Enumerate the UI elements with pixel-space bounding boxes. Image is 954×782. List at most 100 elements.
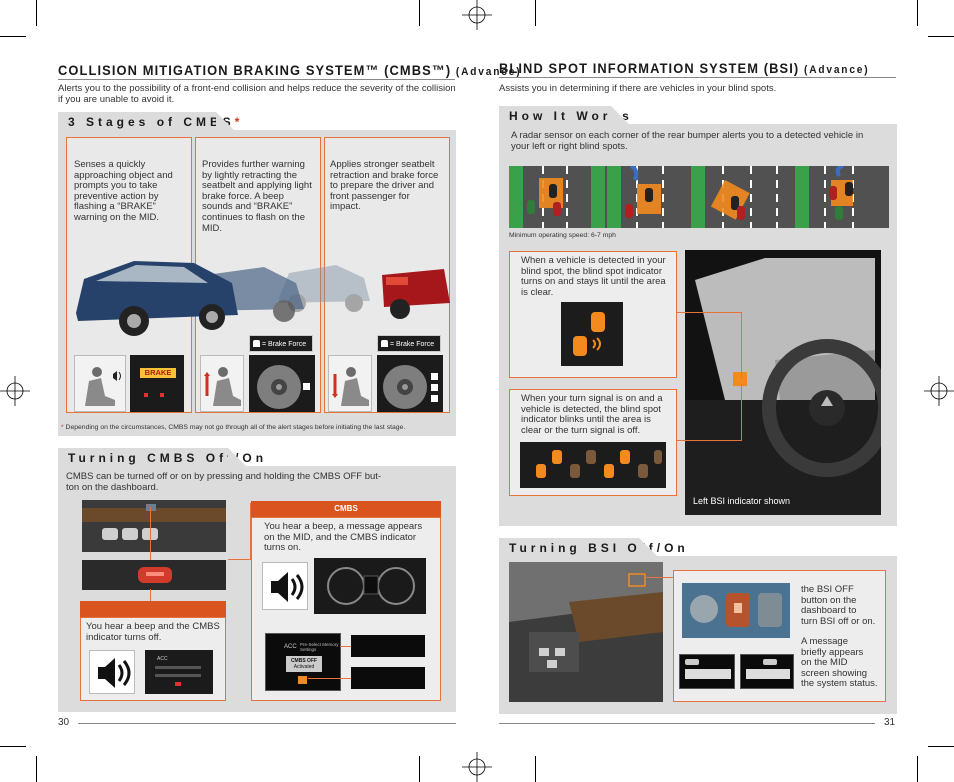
- min-speed-note: Minimum operating speed: 6-7 mph: [509, 232, 616, 239]
- indicator-caption: Left BSI indicator shown: [693, 496, 791, 506]
- crop-mark: [535, 756, 536, 782]
- brake-disc-thumbnail: [249, 355, 315, 412]
- stages-heading-text: 3 Stages of CMBS: [68, 115, 235, 129]
- bsi-line: briefly appears: [801, 646, 864, 658]
- registration-mark-icon: [462, 752, 492, 782]
- intro-text: Alerts you to the possibility of a front…: [58, 83, 456, 105]
- crop-mark: [917, 756, 918, 782]
- brake-warning-badge: BRAKE: [140, 368, 176, 378]
- crop-mark: [928, 746, 954, 747]
- bsi-line: A message: [801, 636, 848, 647]
- connector-line: [228, 559, 251, 560]
- driver-alert-thumbnail: [74, 355, 126, 412]
- cmbs-onoff-intro-line1: CMBS can be turned off or on by pressing…: [66, 471, 382, 482]
- mid-message-title: CMBS OFF: [290, 658, 318, 664]
- bsi-button-closeup: [682, 583, 790, 638]
- page-number: 30: [58, 717, 70, 728]
- connector-line: [150, 589, 151, 601]
- mid-brake-thumbnail: BRAKE: [130, 355, 184, 412]
- speaker-icon-tile: [262, 562, 308, 610]
- footer-rule: [499, 723, 875, 724]
- seatbelt-strong-thumbnail: [328, 355, 372, 412]
- legend-label: = Brake Force: [262, 341, 307, 348]
- crop-mark: [36, 0, 37, 26]
- cmbs-off-bar: [80, 601, 226, 617]
- blinking-indicator-sequence-icon: [520, 442, 666, 488]
- title-text: COLLISION MITIGATION BRAKING SYSTEM™ (CM…: [58, 62, 452, 78]
- cmbs-on-text: You hear a beep, a message appears on th…: [264, 521, 423, 553]
- page-title: COLLISION MITIGATION BRAKING SYSTEM™ (CM…: [58, 62, 521, 78]
- cmbs-off-text: You hear a beep and the CMBS indicator t…: [86, 621, 220, 643]
- speaker-icon-tile: [89, 650, 135, 694]
- speaker-icon: [271, 572, 304, 602]
- registration-mark-icon: [0, 376, 30, 406]
- asterisk-mark: *: [61, 424, 64, 431]
- bsi-callout-steady-text: When a vehicle is detected in your blind…: [521, 255, 666, 298]
- connector-line: [340, 646, 351, 647]
- crop-mark: [419, 0, 420, 26]
- cmbs-onoff-intro-line2: ton on the dashboard.: [66, 482, 159, 493]
- legend-label: = Brake Force: [390, 341, 435, 348]
- brake-force-legend: = Brake Force: [249, 335, 313, 352]
- section-heading-bsi-onoff: Turning BSI Off/On: [499, 538, 685, 558]
- mid-status-screen: [740, 654, 794, 689]
- connector-line: [677, 440, 741, 441]
- crop-mark: [36, 756, 37, 782]
- dashboard-photo: [82, 500, 226, 552]
- cmbs-indicator-icon: [298, 676, 307, 684]
- brake-force-icon: [253, 340, 260, 347]
- title-rule: [58, 79, 455, 80]
- section-heading-how: How It Works: [499, 106, 631, 126]
- crop-mark: [928, 36, 954, 37]
- title-suffix: (Advance): [455, 66, 522, 78]
- cmbs-onoff-intro: CMBS can be turned off or on by pressing…: [66, 471, 416, 493]
- stage-1-text: Senses a quickly approaching object and …: [74, 159, 173, 223]
- cmbs-label-bar: CMBS: [251, 501, 441, 517]
- cmbs-button-photo: [82, 560, 226, 590]
- bsi-callout-blinking-text: When your turn signal is on and a vehicl…: [521, 393, 663, 436]
- mid-acc-label: ACC: [284, 644, 297, 650]
- connector-line: [645, 577, 673, 578]
- seatbelt-thumbnail: [200, 355, 244, 412]
- mid-status-screen: [679, 654, 735, 689]
- mid-acc-label: ACC: [157, 656, 168, 662]
- asterisk-mark: *: [234, 115, 244, 129]
- intro-text: Assists you in determining if there are …: [499, 83, 777, 94]
- page-number: 31: [884, 717, 896, 728]
- registration-mark-icon: [924, 376, 954, 406]
- title-text: BLIND SPOT INFORMATION SYSTEM (BSI): [499, 60, 800, 76]
- bsi-line: the BSI OFF: [801, 584, 854, 595]
- bsi-indicator-steady: [561, 302, 623, 366]
- bsi-line: turn BSI off or on.: [801, 615, 876, 627]
- bsi-line: dashboard to: [801, 605, 857, 616]
- title-rule: [499, 77, 896, 78]
- page-title: BLIND SPOT INFORMATION SYSTEM (BSI) (Adv…: [499, 60, 869, 76]
- road-diagram: [509, 166, 889, 228]
- section-heading-cmbs-onoff: Turning CMBS Off/On: [58, 448, 263, 468]
- crop-mark: [535, 0, 536, 26]
- interior-photo: Left BSI indicator shown: [685, 250, 881, 515]
- stage-2-text: Provides further warning by lightly retr…: [202, 159, 312, 234]
- footer-rule: [78, 723, 456, 724]
- mid-message: CMBS OFF Activated: [286, 656, 322, 672]
- bsi-onoff-heading-text: Turning BSI Off/On: [509, 541, 689, 555]
- connector-line: [150, 507, 151, 561]
- title-suffix: (Advance): [803, 64, 870, 76]
- speaker-icon: [98, 658, 131, 688]
- mid-menu-text: Pre-Select Memory Settings: [300, 642, 339, 652]
- bsi-onoff-text: the BSI OFF button on the dashboard to t…: [801, 584, 885, 690]
- mid-screen: ACC Pre-Select Memory Settings CMBS OFF …: [265, 633, 341, 691]
- mid-detail-box: [351, 667, 425, 689]
- mid-off-photo: ACC: [145, 650, 213, 694]
- footnote-text: Depending on the circumstances, CMBS may…: [65, 424, 406, 431]
- how-text: A radar sensor on each corner of the rea…: [511, 130, 864, 152]
- brake-force-icon: [381, 340, 388, 347]
- crop-mark: [917, 0, 918, 26]
- section-heading-stages: 3 Stages of CMBS*: [58, 112, 240, 132]
- bsi-line: on the MID: [801, 657, 848, 668]
- registration-mark-icon: [462, 0, 492, 30]
- cmbs-onoff-heading-text: Turning CMBS Off/On: [68, 451, 268, 465]
- brake-force-legend: = Brake Force: [377, 335, 441, 352]
- bsi-line: screen showing: [801, 667, 868, 679]
- instrument-cluster-photo: [314, 558, 426, 614]
